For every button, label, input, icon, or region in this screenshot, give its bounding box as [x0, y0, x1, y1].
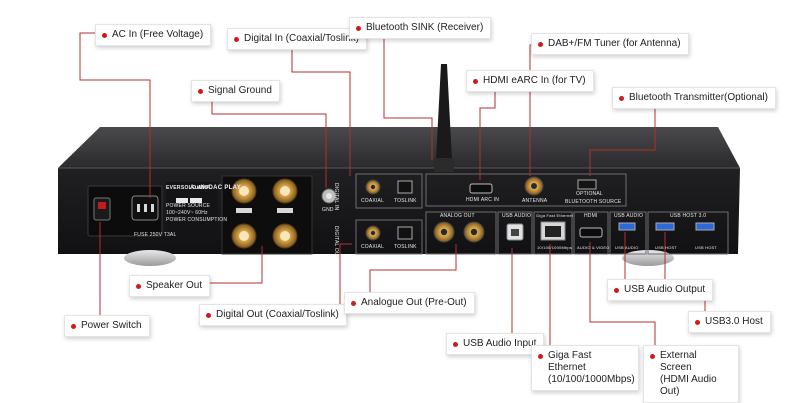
label-usb-audio: USB AUDIO [502, 213, 532, 219]
foot-left [124, 250, 176, 266]
callout-dab-tuner-text: DAB+/FM Tuner (for Antenna) [548, 38, 681, 49]
bullet-dot [538, 42, 543, 47]
bullet-dot [538, 354, 543, 359]
label-usb-host-30: USB HOST 3.0 [670, 213, 707, 219]
callout-usb-audio-output: USB Audio Output [607, 279, 714, 301]
label-hdmi: HDMI [584, 213, 598, 219]
hdmi-out-port[interactable] [579, 227, 603, 238]
callout-signal-ground: Signal Ground [191, 80, 280, 102]
callout-hdmi-earc: HDMI eARC In (for TV) [466, 70, 594, 92]
callout-usb-audio-output-text: USB Audio Output [624, 284, 706, 295]
callout-usb30-host: USB3.0 Host [688, 311, 771, 333]
callout-digital-in-text: Digital In (Coaxial/Toslink) [244, 33, 360, 44]
callout-external-screen-line1: External Screen [660, 350, 697, 373]
label-fuse: FUSE 250V T3AL [134, 232, 177, 238]
label-bluetooth-source: BLUETOOTH SOURCE [565, 199, 622, 205]
label-digital-out: DIGITAL OUT [333, 226, 339, 260]
callout-usb30-host-text: USB3.0 Host [705, 316, 763, 327]
label-optional: OPTIONAL [576, 191, 603, 197]
bullet-dot [136, 284, 141, 289]
label-toslink-out: TOSLINK [394, 244, 417, 250]
bullet-dot [356, 26, 361, 31]
callout-ac-in: AC In (Free Voltage) [95, 24, 212, 46]
bullet-dot [614, 288, 619, 293]
callout-giga-ethernet-line2: (10/100/1000Mbps) [548, 374, 635, 385]
callout-dab-tuner: DAB+/FM Tuner (for Antenna) [531, 33, 689, 55]
device-model: AudioDAC PLAY [190, 185, 242, 191]
bullet-dot [206, 313, 211, 318]
hdmi-arc-in-port[interactable] [469, 183, 493, 194]
label-power-consumption: POWER CONSUMPTION [166, 217, 228, 223]
label-voltage: 100~240V~ 60Hz [166, 210, 208, 216]
label-usb-host-1: USB HOST [655, 245, 678, 250]
callout-speaker-out-text: Speaker Out [146, 280, 203, 291]
label-usb-audio-port: USB AUDIO [615, 245, 639, 250]
callout-digital-out: Digital Out (Coaxial/Toslink) [199, 304, 347, 326]
toslink-in-port[interactable] [397, 180, 413, 194]
callout-giga-ethernet-line1: Giga Fast Ethernet [548, 350, 592, 373]
callout-signal-ground-text: Signal Ground [208, 85, 272, 96]
usb-host-port-1[interactable] [655, 222, 675, 231]
label-audio-video: AUDIO & VIDEO [577, 245, 610, 250]
bt-source-port[interactable] [577, 179, 597, 190]
label-coaxial-out: COAXIAL [361, 244, 385, 250]
chassis-top [58, 127, 740, 168]
callout-external-screen-line2: (HDMI Audio Out) [660, 374, 717, 397]
usb-audio-out-port[interactable] [618, 222, 636, 231]
callout-power-switch-text: Power Switch [81, 320, 142, 331]
callout-bluetooth-sink-text: Bluetooth SINK (Receiver) [366, 22, 484, 33]
label-toslink-in: TOSLINK [394, 198, 417, 204]
bullet-dot [102, 33, 107, 38]
label-usb-host-2: USB HOST [695, 245, 718, 250]
bullet-dot [71, 324, 76, 329]
bullet-dot [234, 37, 239, 42]
callout-digital-in: Digital In (Coaxial/Toslink) [227, 28, 368, 50]
callout-ac-in-text: AC In (Free Voltage) [112, 29, 204, 40]
callout-analogue-out-text: Analogue Out (Pre-Out) [361, 297, 467, 308]
callout-analogue-out: Analogue Out (Pre-Out) [344, 292, 475, 314]
label-usb-audio-right: USB AUDIO [614, 213, 644, 219]
callout-hdmi-earc-text: HDMI eARC In (for TV) [483, 75, 586, 86]
label-coaxial-in: COAXIAL [361, 198, 385, 204]
callout-external-screen: External Screen (HDMI Audio Out) [643, 345, 739, 403]
label-gnd: GND [322, 207, 334, 213]
bullet-dot [198, 89, 203, 94]
label-power-source: POWER SOURCE [166, 203, 211, 209]
bullet-dot [650, 354, 655, 359]
bullet-dot [453, 342, 458, 347]
bullet-dot [351, 301, 356, 306]
callout-bt-transmitter: Bluetooth Transmitter(Optional) [612, 87, 776, 109]
label-giga-fast-ethernet: Giga Fast Ethernet [536, 213, 574, 218]
usb-host-port-2[interactable] [695, 222, 715, 231]
bullet-dot [619, 96, 624, 101]
label-hdmi-arc-in: HDMI ARC IN [466, 197, 500, 203]
callout-speaker-out: Speaker Out [129, 275, 211, 297]
label-ethernet-port: 10/100/1000Mbps [537, 245, 573, 250]
toslink-out-port[interactable] [397, 226, 413, 240]
callout-digital-out-text: Digital Out (Coaxial/Toslink) [216, 309, 339, 320]
callout-bluetooth-sink: Bluetooth SINK (Receiver) [349, 17, 492, 39]
bullet-dot [695, 320, 700, 325]
bullet-dot [473, 79, 478, 84]
callout-usb-audio-input: USB Audio Input [446, 333, 545, 355]
callout-bt-transmitter-text: Bluetooth Transmitter(Optional) [629, 92, 768, 103]
device-brand: EVERSOLO AMP [166, 185, 210, 191]
callout-usb-audio-input-text: USB Audio Input [463, 338, 537, 349]
callout-giga-ethernet: Giga Fast Ethernet (10/100/1000Mbps) [531, 345, 639, 391]
callout-power-switch: Power Switch [64, 315, 150, 337]
antenna [436, 64, 452, 160]
label-analog-out: ANALOG OUT [440, 213, 475, 219]
label-antenna: ANTENNA [522, 198, 548, 204]
